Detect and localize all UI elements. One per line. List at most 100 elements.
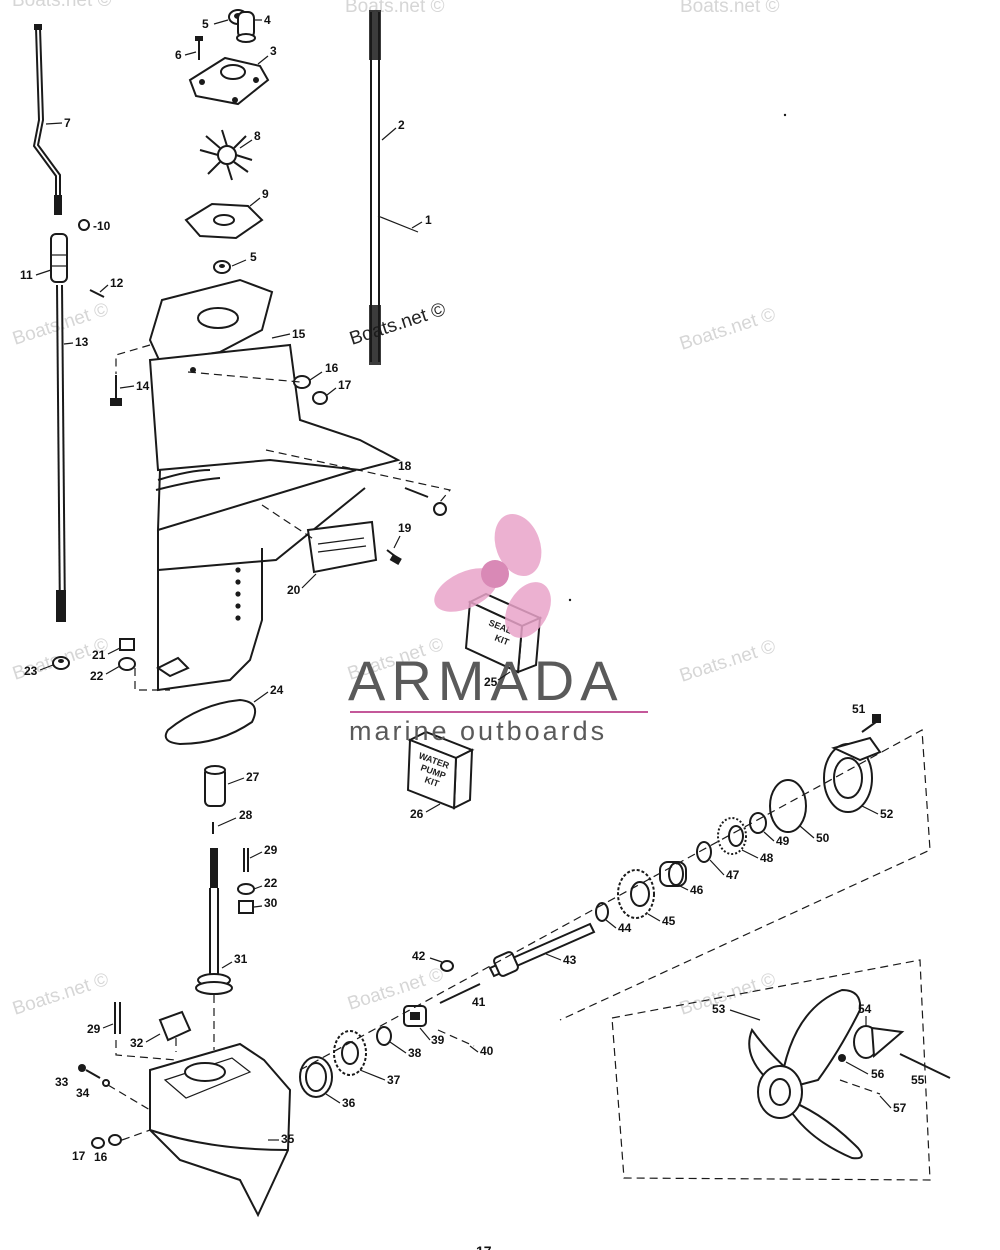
callout-5: 5 xyxy=(202,17,209,31)
callout-53: 53 xyxy=(712,1002,726,1016)
bearing-carrier-part-52 xyxy=(823,736,882,813)
propeller-shaft-part-43 xyxy=(488,922,596,978)
callout-17-lower: 17 xyxy=(72,1149,86,1163)
callout-55: 55 xyxy=(911,1073,925,1087)
water-pump-kit-label-line3: KIT xyxy=(423,774,441,789)
callout-56: 56 xyxy=(871,1067,885,1081)
callout-21: 21 xyxy=(92,648,106,662)
callout-18: 18 xyxy=(398,459,412,473)
washer-part-47 xyxy=(696,841,712,863)
callout-13: 13 xyxy=(75,335,89,349)
callout-46: 46 xyxy=(690,883,704,897)
pin-part-57 xyxy=(839,1079,881,1095)
callout-1: 1 xyxy=(425,213,432,227)
callout-8: 8 xyxy=(254,129,261,143)
leader-lines-shaft xyxy=(299,729,931,1071)
page-number: 17 xyxy=(476,1243,492,1250)
watermark: Boats.net © xyxy=(345,0,445,17)
nut-part-21 xyxy=(119,638,135,651)
callout-27: 27 xyxy=(246,770,260,784)
callout-32: 32 xyxy=(130,1036,144,1050)
pin-part-40 xyxy=(437,1029,475,1047)
callout-labels: 1 2 3 4 5 5 6 7 8 9 -10 11 12 13 14 15 1… xyxy=(20,13,925,1164)
pin-part-12 xyxy=(89,289,105,298)
pin-part-18 xyxy=(404,487,447,516)
bearing-part-46 xyxy=(659,861,687,887)
callout-12: 12 xyxy=(110,276,124,290)
shift-rod-part-7 xyxy=(32,24,62,215)
gear-part-37 xyxy=(333,1030,367,1076)
callout-7: 7 xyxy=(64,116,71,130)
callout-44: 44 xyxy=(618,921,632,935)
lower-gearcase-part-35 xyxy=(149,1042,292,1218)
washer-part-22-lower xyxy=(237,883,255,895)
callout-51: 51 xyxy=(852,702,866,716)
callout-3: 3 xyxy=(270,44,277,58)
push-rod-part-13 xyxy=(56,284,66,622)
tube-part-4 xyxy=(236,11,256,43)
plate-part-20 xyxy=(306,520,378,574)
propeller-logo-mark xyxy=(434,514,551,638)
screw-part-17-lower xyxy=(91,1137,105,1149)
callout-45: 45 xyxy=(662,914,676,928)
callout-47: 47 xyxy=(726,868,740,882)
callout-52: 52 xyxy=(880,807,894,821)
callout-20: 20 xyxy=(287,583,301,597)
nut-part-23 xyxy=(52,656,70,670)
pump-housing-part-3 xyxy=(188,56,270,106)
sleeve-part-27 xyxy=(204,765,226,807)
callout-22: 22 xyxy=(90,669,104,683)
washer-part-34 xyxy=(102,1079,110,1087)
stud-part-2 xyxy=(369,10,381,365)
callout-10: -10 xyxy=(93,219,111,233)
impeller-part-8 xyxy=(199,129,253,181)
callout-35: 35 xyxy=(281,1132,295,1146)
clutch-part-39 xyxy=(403,1005,427,1027)
callout-26: 26 xyxy=(410,807,424,821)
callout-15: 15 xyxy=(292,327,306,341)
gasket-part-24 xyxy=(164,698,256,746)
callout-4: 4 xyxy=(264,13,271,27)
washer-part-38 xyxy=(376,1026,392,1046)
brand-tagline: marine outboards xyxy=(349,716,607,746)
watermark: Boats.net © xyxy=(12,0,112,11)
bearing-part-36 xyxy=(299,1056,333,1098)
callout-49: 49 xyxy=(776,834,790,848)
pin-part-41 xyxy=(439,983,481,1004)
callout-50: 50 xyxy=(816,831,830,845)
washer-part-16-lower xyxy=(108,1134,122,1146)
bearing-part-48 xyxy=(717,817,747,855)
nut-part-30 xyxy=(238,900,254,914)
watermark: Boats.net © xyxy=(677,636,778,687)
watermark-dark: Boats.net © xyxy=(347,299,448,350)
callout-28: 28 xyxy=(239,808,253,822)
callout-43: 43 xyxy=(563,953,577,967)
washer-part-56 xyxy=(838,1054,846,1062)
screw-part-6 xyxy=(195,36,203,60)
cotter-pin-part-55 xyxy=(899,1053,951,1079)
screw-part-14 xyxy=(110,375,122,406)
callout-34: 34 xyxy=(76,1086,90,1100)
plug-part-17 xyxy=(312,391,328,405)
callout-23: 23 xyxy=(24,664,38,678)
callout-24: 24 xyxy=(270,683,284,697)
callout-16: 16 xyxy=(325,361,339,375)
seal-part-49 xyxy=(749,812,767,834)
callout-25: 25 xyxy=(484,675,498,689)
propeller-part-53 xyxy=(748,988,863,1160)
callout-5: 5 xyxy=(250,250,257,264)
washer-part-22 xyxy=(118,657,136,671)
nut-part-10 xyxy=(78,219,90,231)
water-pump-kit-box-part-26: WATER PUMP KIT xyxy=(406,730,475,810)
callout-14: 14 xyxy=(136,379,150,393)
watermark: Boats.net © xyxy=(10,969,111,1020)
plate-part-9 xyxy=(184,202,264,240)
watermark: Boats.net © xyxy=(680,0,780,17)
callout-37: 37 xyxy=(387,1073,401,1087)
screw-part-19 xyxy=(386,549,402,565)
callout-40: 40 xyxy=(480,1044,494,1058)
leader-lines-lower xyxy=(107,995,215,1141)
seal-part-5 xyxy=(213,260,231,274)
